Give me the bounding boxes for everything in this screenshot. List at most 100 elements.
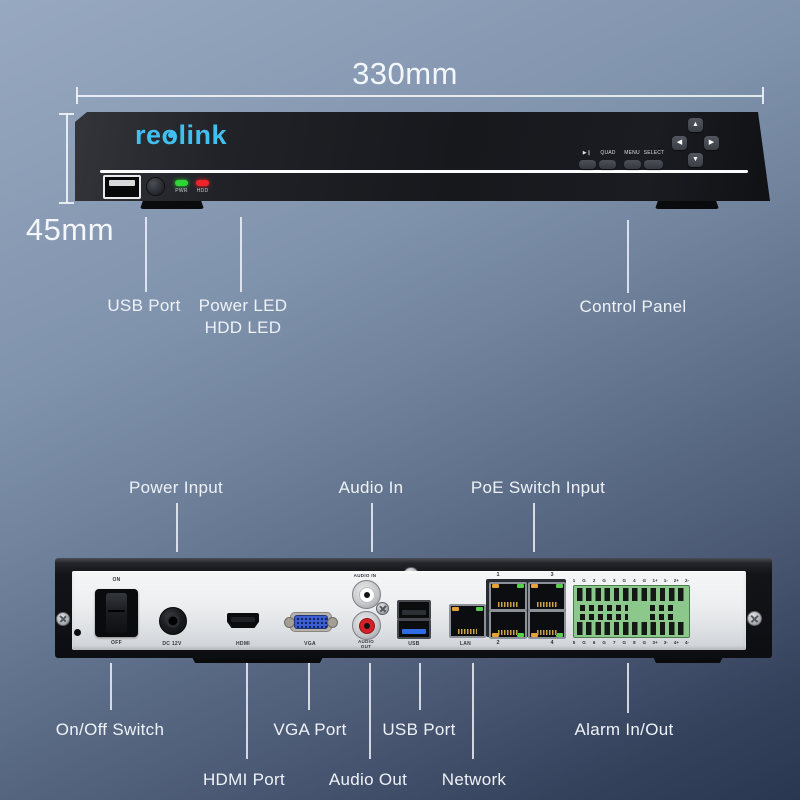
arrow-left-button: ◀: [672, 136, 687, 150]
width-dimension-label: 330mm: [352, 56, 458, 91]
vga-port: [284, 612, 338, 632]
terminal-pin-label: 2+: [673, 578, 679, 583]
front-divider-line: [100, 170, 748, 173]
usb-back-leader-line: [419, 663, 421, 710]
audio-in-leader-line: [371, 503, 373, 552]
power-input-callout: Power Input: [128, 478, 224, 497]
arrow-up-button: ▲: [688, 118, 703, 132]
menu-button: [624, 160, 641, 169]
terminal-pin-label: 7: [612, 640, 616, 645]
switch-on-label: ON: [112, 577, 121, 583]
dc-power-jack: [159, 607, 187, 635]
terminal-pin-label: 1-: [663, 578, 668, 583]
audio-out-hole: [363, 622, 370, 629]
hdd-led-callout: HDD LED: [204, 318, 282, 337]
terminal-slots-top: [577, 588, 687, 601]
terminal-pin-label: 4+: [673, 640, 679, 645]
dc-label: DC 12V: [162, 641, 182, 647]
usb-port-callout: USB Port: [107, 296, 181, 315]
arrow-down-button: ▼: [688, 153, 703, 167]
hdmi-port: [227, 613, 259, 628]
quad-button: [599, 160, 616, 169]
select-button: [644, 160, 663, 169]
arrow-right-button: ▶: [704, 136, 719, 150]
audio-out-jack: [352, 611, 381, 640]
ir-receiver: [146, 177, 165, 196]
terminal-pin-label: G: [622, 578, 627, 583]
poe-led-green: [517, 584, 524, 588]
reolink-logo: reolink: [135, 120, 227, 151]
hdd-led-label: HDD: [196, 188, 209, 194]
vga-screw-post: [327, 617, 338, 628]
terminal-pin-label: G: [642, 640, 647, 645]
terminal-pin-label: G: [642, 578, 647, 583]
poe-led-orange: [492, 584, 499, 588]
nvr-back-view: ON OFF DC 12V HDMI VGA AUDIO IN: [55, 558, 772, 658]
width-dimension-line: [76, 95, 763, 97]
alarm-terminal-block: [573, 585, 690, 638]
poe-port-number: 2: [496, 640, 500, 646]
select-button-label: SELECT: [643, 150, 665, 156]
arrow-right-icon: ▶: [708, 139, 715, 146]
hdmi-port-callout: HDMI Port: [202, 770, 286, 789]
vga-port-callout: VGA Port: [273, 720, 347, 739]
power-input-leader-line: [176, 503, 178, 552]
poe-led-orange: [531, 633, 538, 637]
back-panel-face: ON OFF DC 12V HDMI VGA AUDIO IN: [72, 571, 746, 650]
poe-led-green: [517, 633, 524, 637]
terminal-mid-holes: [580, 605, 628, 611]
height-dimension-line: [66, 113, 68, 203]
terminal-pin-label: 1+: [652, 578, 658, 583]
power-led: PWR: [175, 180, 188, 194]
poe-switch-input-callout: PoE Switch Input: [470, 478, 606, 497]
play-button-label: ▶❙: [582, 150, 592, 156]
height-dimension-label: 45mm: [25, 212, 115, 247]
terminal-mid-holes: [650, 605, 676, 611]
audio-out-callout: Audio Out: [328, 770, 408, 789]
poe-port-1: [489, 582, 527, 611]
usb-label: USB: [408, 641, 420, 647]
terminal-pin-label: G: [582, 640, 586, 645]
vga-connector: [294, 615, 328, 629]
poe-port-4: [528, 610, 566, 639]
logo-text: link: [178, 120, 228, 150]
terminal-pin-label: G: [602, 640, 606, 645]
network-leader-line: [472, 663, 474, 759]
network-callout: Network: [441, 770, 507, 789]
audio-in-label: AUDIO IN: [353, 573, 377, 578]
arrow-up-icon: ▲: [692, 121, 699, 128]
poe-switch-leader-line: [533, 503, 535, 552]
power-led-leader-line: [240, 217, 242, 292]
lan-label: LAN: [459, 641, 472, 647]
vga-label: VGA: [304, 641, 316, 647]
logo-lens-o: o: [161, 120, 179, 150]
terminal-pin-label: 4-: [684, 640, 689, 645]
terminal-mid-holes: [580, 614, 628, 620]
lan-port: [449, 604, 486, 638]
hdmi-label: HDMI: [236, 641, 250, 647]
audio-out-label: AUDIO OUT: [358, 639, 374, 649]
arrow-left-icon: ◀: [676, 139, 683, 146]
poe-port-number: 3: [550, 572, 554, 578]
usb-port-back-callout: USB Port: [382, 720, 456, 739]
screw-icon: [56, 612, 70, 626]
poe-led-green: [556, 633, 563, 637]
alarm-inout-callout: Alarm In/Out: [574, 720, 674, 739]
alarm-leader-line: [627, 663, 629, 713]
power-rocker-switch: [95, 589, 138, 637]
poe-led-orange: [492, 633, 499, 637]
power-led-label: PWR: [175, 188, 188, 194]
pinhole: [74, 629, 81, 636]
onoff-switch-callout: On/Off Switch: [55, 720, 165, 739]
screw-icon: [376, 602, 389, 615]
terminal-pin-label: G: [622, 640, 627, 645]
power-led-callout: Power LED: [198, 296, 288, 315]
poe-port-number: 4: [550, 640, 554, 646]
terminal-mid-holes: [650, 614, 676, 620]
nvr-front-view: reolink PWR HDD ▶❙ QUAD MENU SELECT ▲ ◀ …: [75, 112, 770, 201]
usb3-tongue: [402, 629, 426, 634]
